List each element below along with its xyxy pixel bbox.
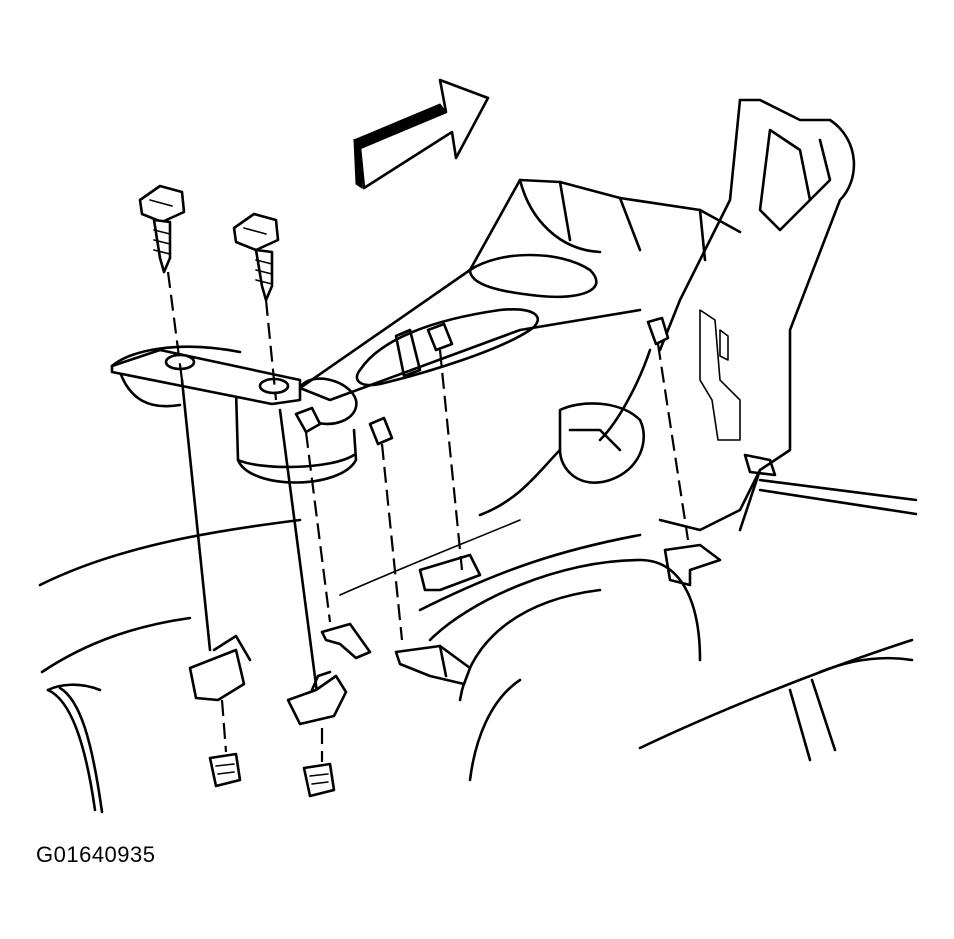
bolt-left (138, 184, 186, 274)
alignment-lines (166, 271, 690, 762)
crossmember-bracket (110, 98, 856, 612)
body-floor-panels (38, 478, 918, 814)
retainer-clips (294, 316, 670, 446)
push-nuts (208, 752, 336, 798)
mount-plate (110, 348, 302, 406)
forward-direction-arrow (353, 78, 490, 190)
bolt-right (232, 212, 280, 302)
lower-brackets (188, 622, 472, 726)
figure-id-label: G01640935 (36, 842, 156, 867)
